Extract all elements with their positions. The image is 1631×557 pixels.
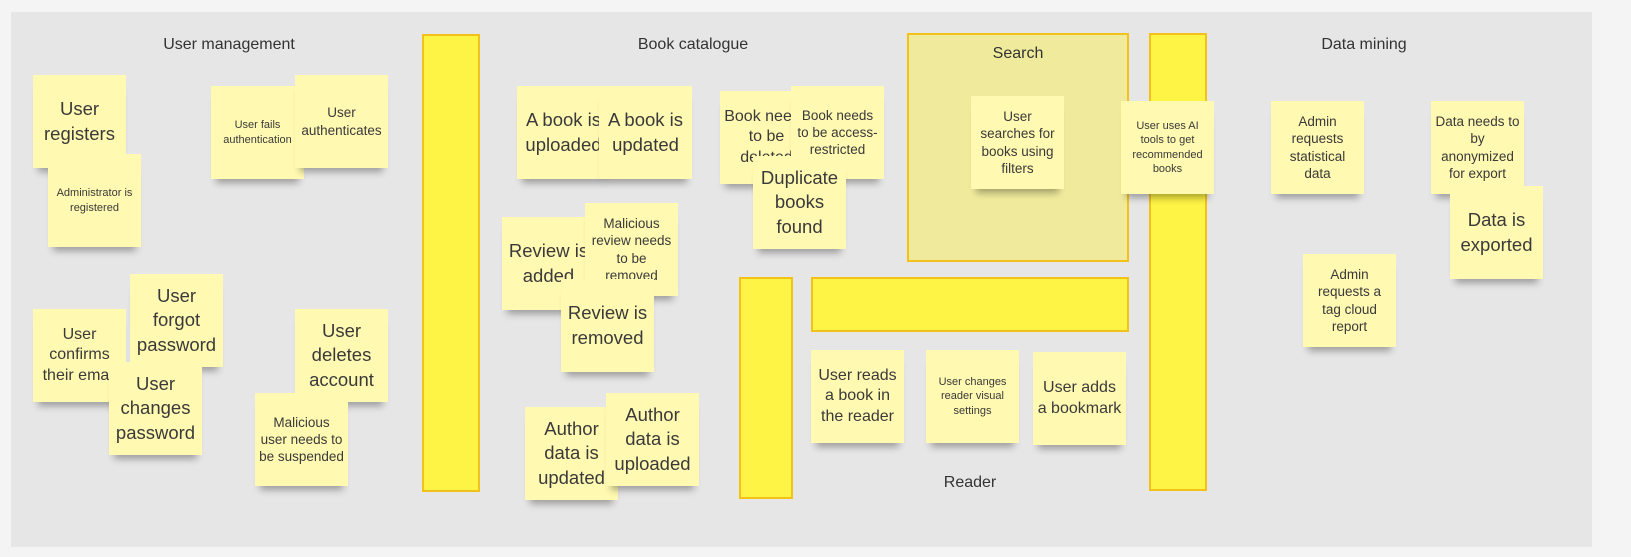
- note-review-removed[interactable]: Review is removed: [561, 279, 654, 372]
- divider-bar-horizontal[interactable]: [811, 277, 1129, 332]
- section-title-reader: Reader: [943, 474, 997, 491]
- note-data-exported[interactable]: Data is exported: [1450, 186, 1543, 279]
- note-duplicate-books[interactable]: Duplicate books found: [753, 156, 846, 249]
- note-user-registers[interactable]: User registers: [33, 75, 126, 168]
- note-book-uploaded[interactable]: A book is uploaded: [517, 86, 610, 179]
- divider-bar-3[interactable]: [739, 277, 793, 499]
- divider-bar-1[interactable]: [422, 34, 480, 492]
- note-user-uses-ai[interactable]: User uses AI tools to get recommended bo…: [1121, 101, 1214, 194]
- note-author-data-updated[interactable]: Author data is updated: [525, 407, 618, 500]
- section-title-book-catalogue: Book catalogue: [637, 36, 749, 53]
- note-malicious-user-suspended[interactable]: Malicious user needs to be suspended: [255, 393, 348, 486]
- note-admin-tag-cloud[interactable]: Admin requests a tag cloud report: [1303, 254, 1396, 347]
- note-user-searches-filters[interactable]: User searches for books using filters: [971, 96, 1064, 189]
- note-user-forgot-password[interactable]: User forgot password: [130, 274, 223, 367]
- note-user-reads-book[interactable]: User reads a book in the reader: [811, 350, 904, 443]
- note-data-anonymized[interactable]: Data needs to by anonymized for export: [1431, 101, 1524, 194]
- section-title-user-management: User management: [163, 36, 295, 53]
- note-book-updated[interactable]: A book is updated: [599, 86, 692, 179]
- note-author-data-uploaded[interactable]: Author data is uploaded: [606, 393, 699, 486]
- note-user-adds-bookmark[interactable]: User adds a bookmark: [1033, 352, 1126, 445]
- note-admin-registered[interactable]: Administrator is registered: [48, 154, 141, 247]
- note-user-fails-authentication[interactable]: User fails authentication: [211, 86, 304, 179]
- section-title-data-mining: Data mining: [1321, 36, 1407, 53]
- note-user-changes-reader-settings[interactable]: User changes reader visual settings: [926, 350, 1019, 443]
- section-title-search: Search: [992, 45, 1044, 62]
- note-user-deletes-account[interactable]: User deletes account: [295, 309, 388, 402]
- whiteboard-canvas[interactable]: User management Book catalogue Data mini…: [11, 12, 1592, 547]
- note-admin-statistical[interactable]: Admin requests statistical data: [1271, 101, 1364, 194]
- note-user-changes-password[interactable]: User changes password: [109, 362, 202, 455]
- note-user-authenticates[interactable]: User authenticates: [295, 75, 388, 168]
